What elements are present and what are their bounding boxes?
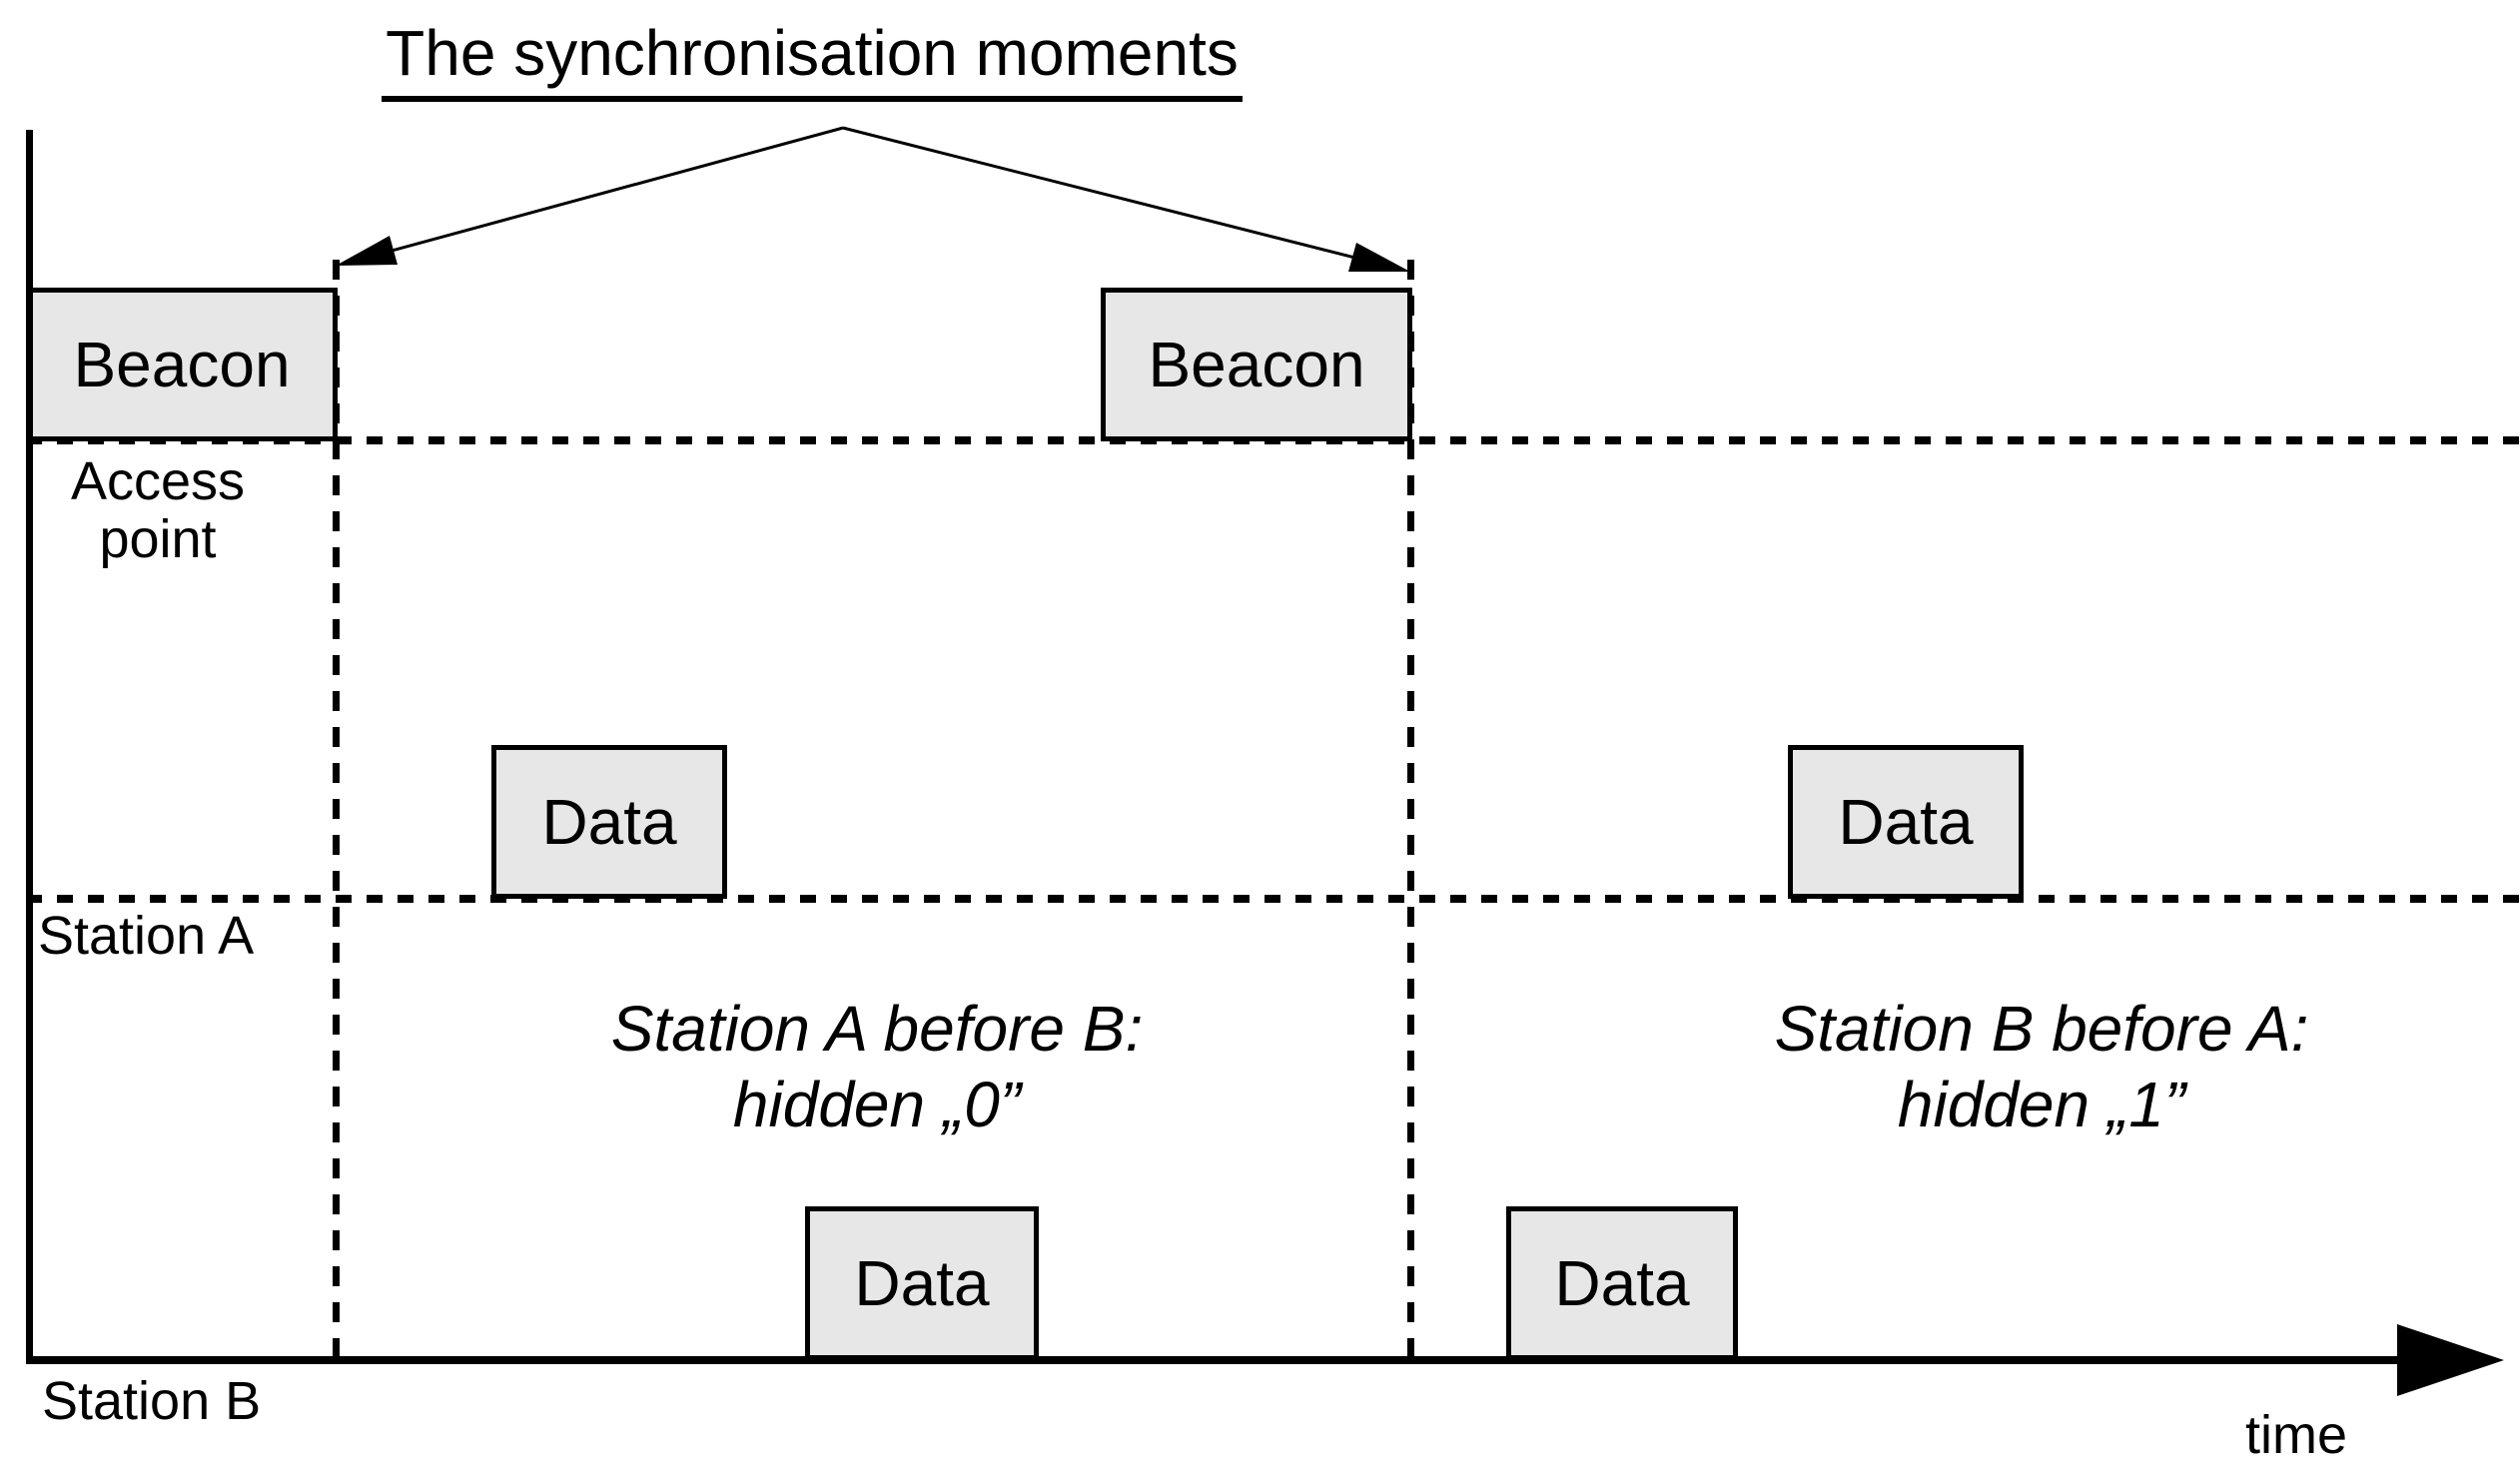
access-point-label-line1: Access: [70, 451, 246, 511]
case-a-before-b-line1: Station A before B:: [610, 993, 1144, 1065]
station-b-label: Station B: [42, 1371, 262, 1431]
data-frame-station-a-1-label: Data: [541, 786, 677, 858]
station-a-timeline: [26, 895, 2520, 903]
sync-moment-line-1: [333, 260, 340, 1360]
beacon-frame-2-label: Beacon: [1148, 329, 1365, 400]
sync-moment-line-2: [1407, 260, 1414, 1360]
data-frame-station-b-1-label: Data: [854, 1247, 990, 1319]
access-point-label-line2: point: [99, 509, 217, 570]
station-a-label: Station A: [38, 906, 255, 966]
data-frame-station-a-2: Data: [1788, 745, 2024, 899]
y-axis: [26, 130, 33, 1364]
time-axis: [26, 1356, 2407, 1364]
data-frame-station-b-2-label: Data: [1554, 1247, 1690, 1319]
case-b-before-a-line2: hidden „1”: [1897, 1068, 2186, 1140]
case-a-before-b-line2: hidden „0”: [732, 1068, 1022, 1140]
case-a-before-b-note: Station A before B: hidden „0”: [477, 992, 1276, 1142]
sync-arrow-right-line: [842, 126, 1399, 271]
sync-arrow-left-head: [336, 236, 398, 266]
data-frame-station-a-2-label: Data: [1838, 786, 1974, 858]
data-frame-station-b-2: Data: [1506, 1206, 1738, 1360]
case-b-before-a-line1: Station B before A:: [1774, 993, 2309, 1065]
sync-arrow-right-head: [1348, 243, 1410, 272]
time-axis-arrowhead-icon: [2397, 1324, 2504, 1396]
diagram-title-wrap: The synchronisation moments: [0, 16, 1624, 102]
beacon-frame-1-label: Beacon: [73, 329, 291, 400]
diagram-title: The synchronisation moments: [382, 16, 1243, 102]
beacon-frame-2: Beacon: [1101, 288, 1412, 441]
data-frame-station-b-1: Data: [805, 1206, 1039, 1360]
case-b-before-a-note: Station B before A: hidden „1”: [1642, 992, 2441, 1142]
sync-arrow-left-line: [347, 126, 844, 265]
access-point-label: Access point: [26, 452, 290, 569]
time-axis-label: time: [2245, 1405, 2348, 1465]
data-frame-station-a-1: Data: [491, 745, 727, 899]
